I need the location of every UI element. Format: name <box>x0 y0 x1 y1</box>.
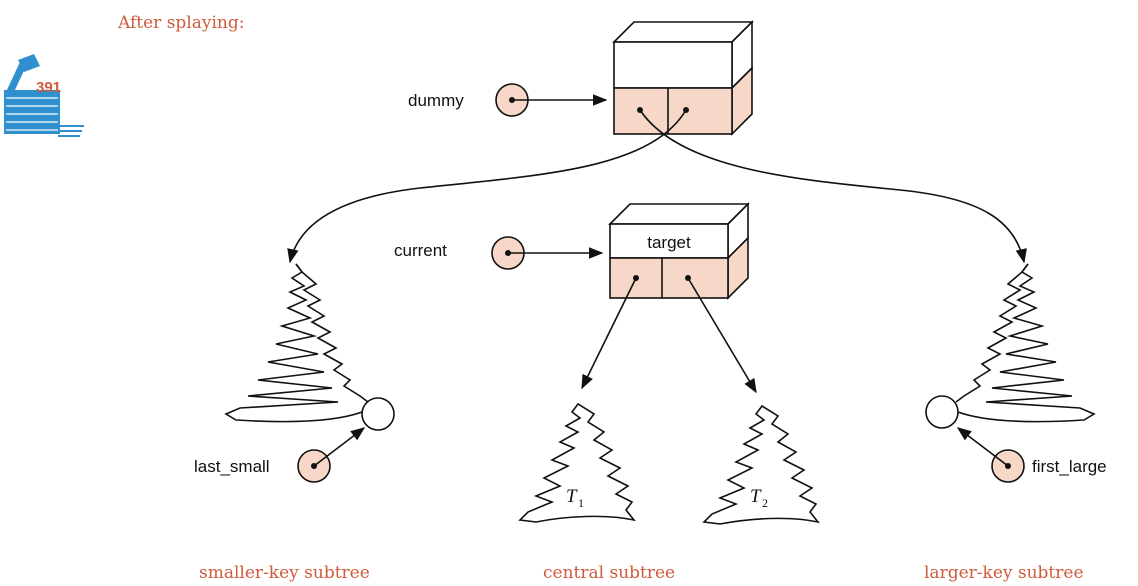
link-to-t1 <box>581 277 637 390</box>
page-number: 391 <box>36 79 61 96</box>
current-label: current <box>394 241 447 260</box>
first-large-label: first_large <box>1032 457 1107 476</box>
last-small-label: last_small <box>194 457 270 476</box>
link-to-smaller-subtree <box>287 109 687 264</box>
diagram-heading: After splaying: <box>117 13 244 33</box>
lamp-icon <box>4 54 84 137</box>
larger-key-subtree <box>957 263 1096 423</box>
dummy-label: dummy <box>408 91 464 110</box>
larger-subtree-root <box>925 395 959 429</box>
smaller-subtree-root <box>361 397 395 431</box>
caption-larger-key: larger-key subtree <box>924 563 1084 583</box>
t1-letter: T <box>566 486 578 507</box>
t2-subscript: 2 <box>762 496 768 510</box>
smaller-key-subtree <box>224 263 363 423</box>
target-node <box>608 202 750 300</box>
caption-smaller-key: smaller-key subtree <box>199 563 370 583</box>
link-to-t2 <box>687 277 757 394</box>
central-subtree-t1 <box>518 402 637 523</box>
target-label: target <box>647 233 691 252</box>
link-to-larger-subtree <box>639 109 1027 264</box>
central-subtree-t2 <box>702 404 821 525</box>
t1-subscript: 1 <box>578 496 584 510</box>
t2-letter: T <box>750 486 762 507</box>
caption-central: central subtree <box>543 563 675 583</box>
dummy-node <box>612 20 754 136</box>
